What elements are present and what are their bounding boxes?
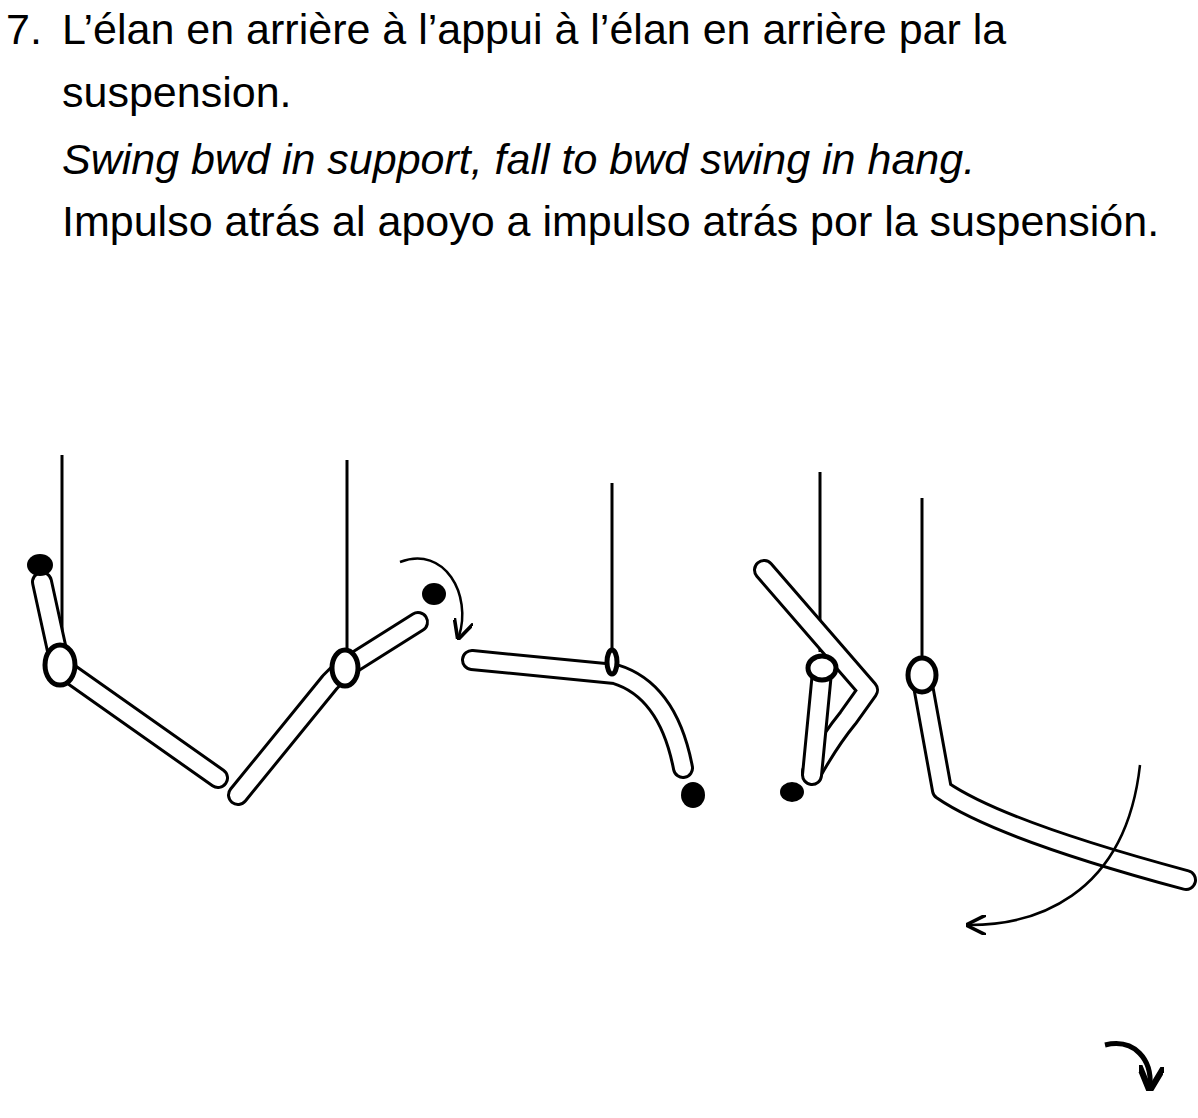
gymnast-body <box>62 668 218 778</box>
gymnast-body <box>238 662 350 795</box>
gymnast-head <box>780 782 804 802</box>
swing-arrow <box>970 765 1140 925</box>
gymnast-body <box>472 660 683 768</box>
ring <box>45 645 75 685</box>
title-french: L’élan en arrière à l’appui à l’élan en … <box>62 0 1190 124</box>
gymnast-arm <box>812 672 822 775</box>
ring <box>607 650 617 674</box>
gymnast-body <box>62 668 218 778</box>
title-spanish: Impulso atrás al apoyo a impulso atrás p… <box>62 190 1188 253</box>
ring <box>332 650 358 686</box>
gymnast-head <box>422 583 446 605</box>
continue-arrow <box>1105 1044 1150 1086</box>
rotation-arrow <box>400 559 462 636</box>
gymnast-arm <box>812 672 822 775</box>
ring-strap <box>611 483 614 662</box>
gymnast-head <box>681 782 705 808</box>
gymnast-body <box>238 662 350 795</box>
ring-strap <box>921 498 924 660</box>
gymnast-head <box>27 554 53 576</box>
ring <box>808 656 836 680</box>
gymnast-body <box>472 660 683 768</box>
ring <box>908 658 936 692</box>
ring-strap <box>346 460 349 652</box>
element-number: 7. <box>6 0 62 61</box>
gymnast-body <box>922 680 1186 880</box>
gymnast-body <box>922 680 1186 880</box>
title-english: Swing bwd in support, fall to bwd swing … <box>62 128 1190 191</box>
